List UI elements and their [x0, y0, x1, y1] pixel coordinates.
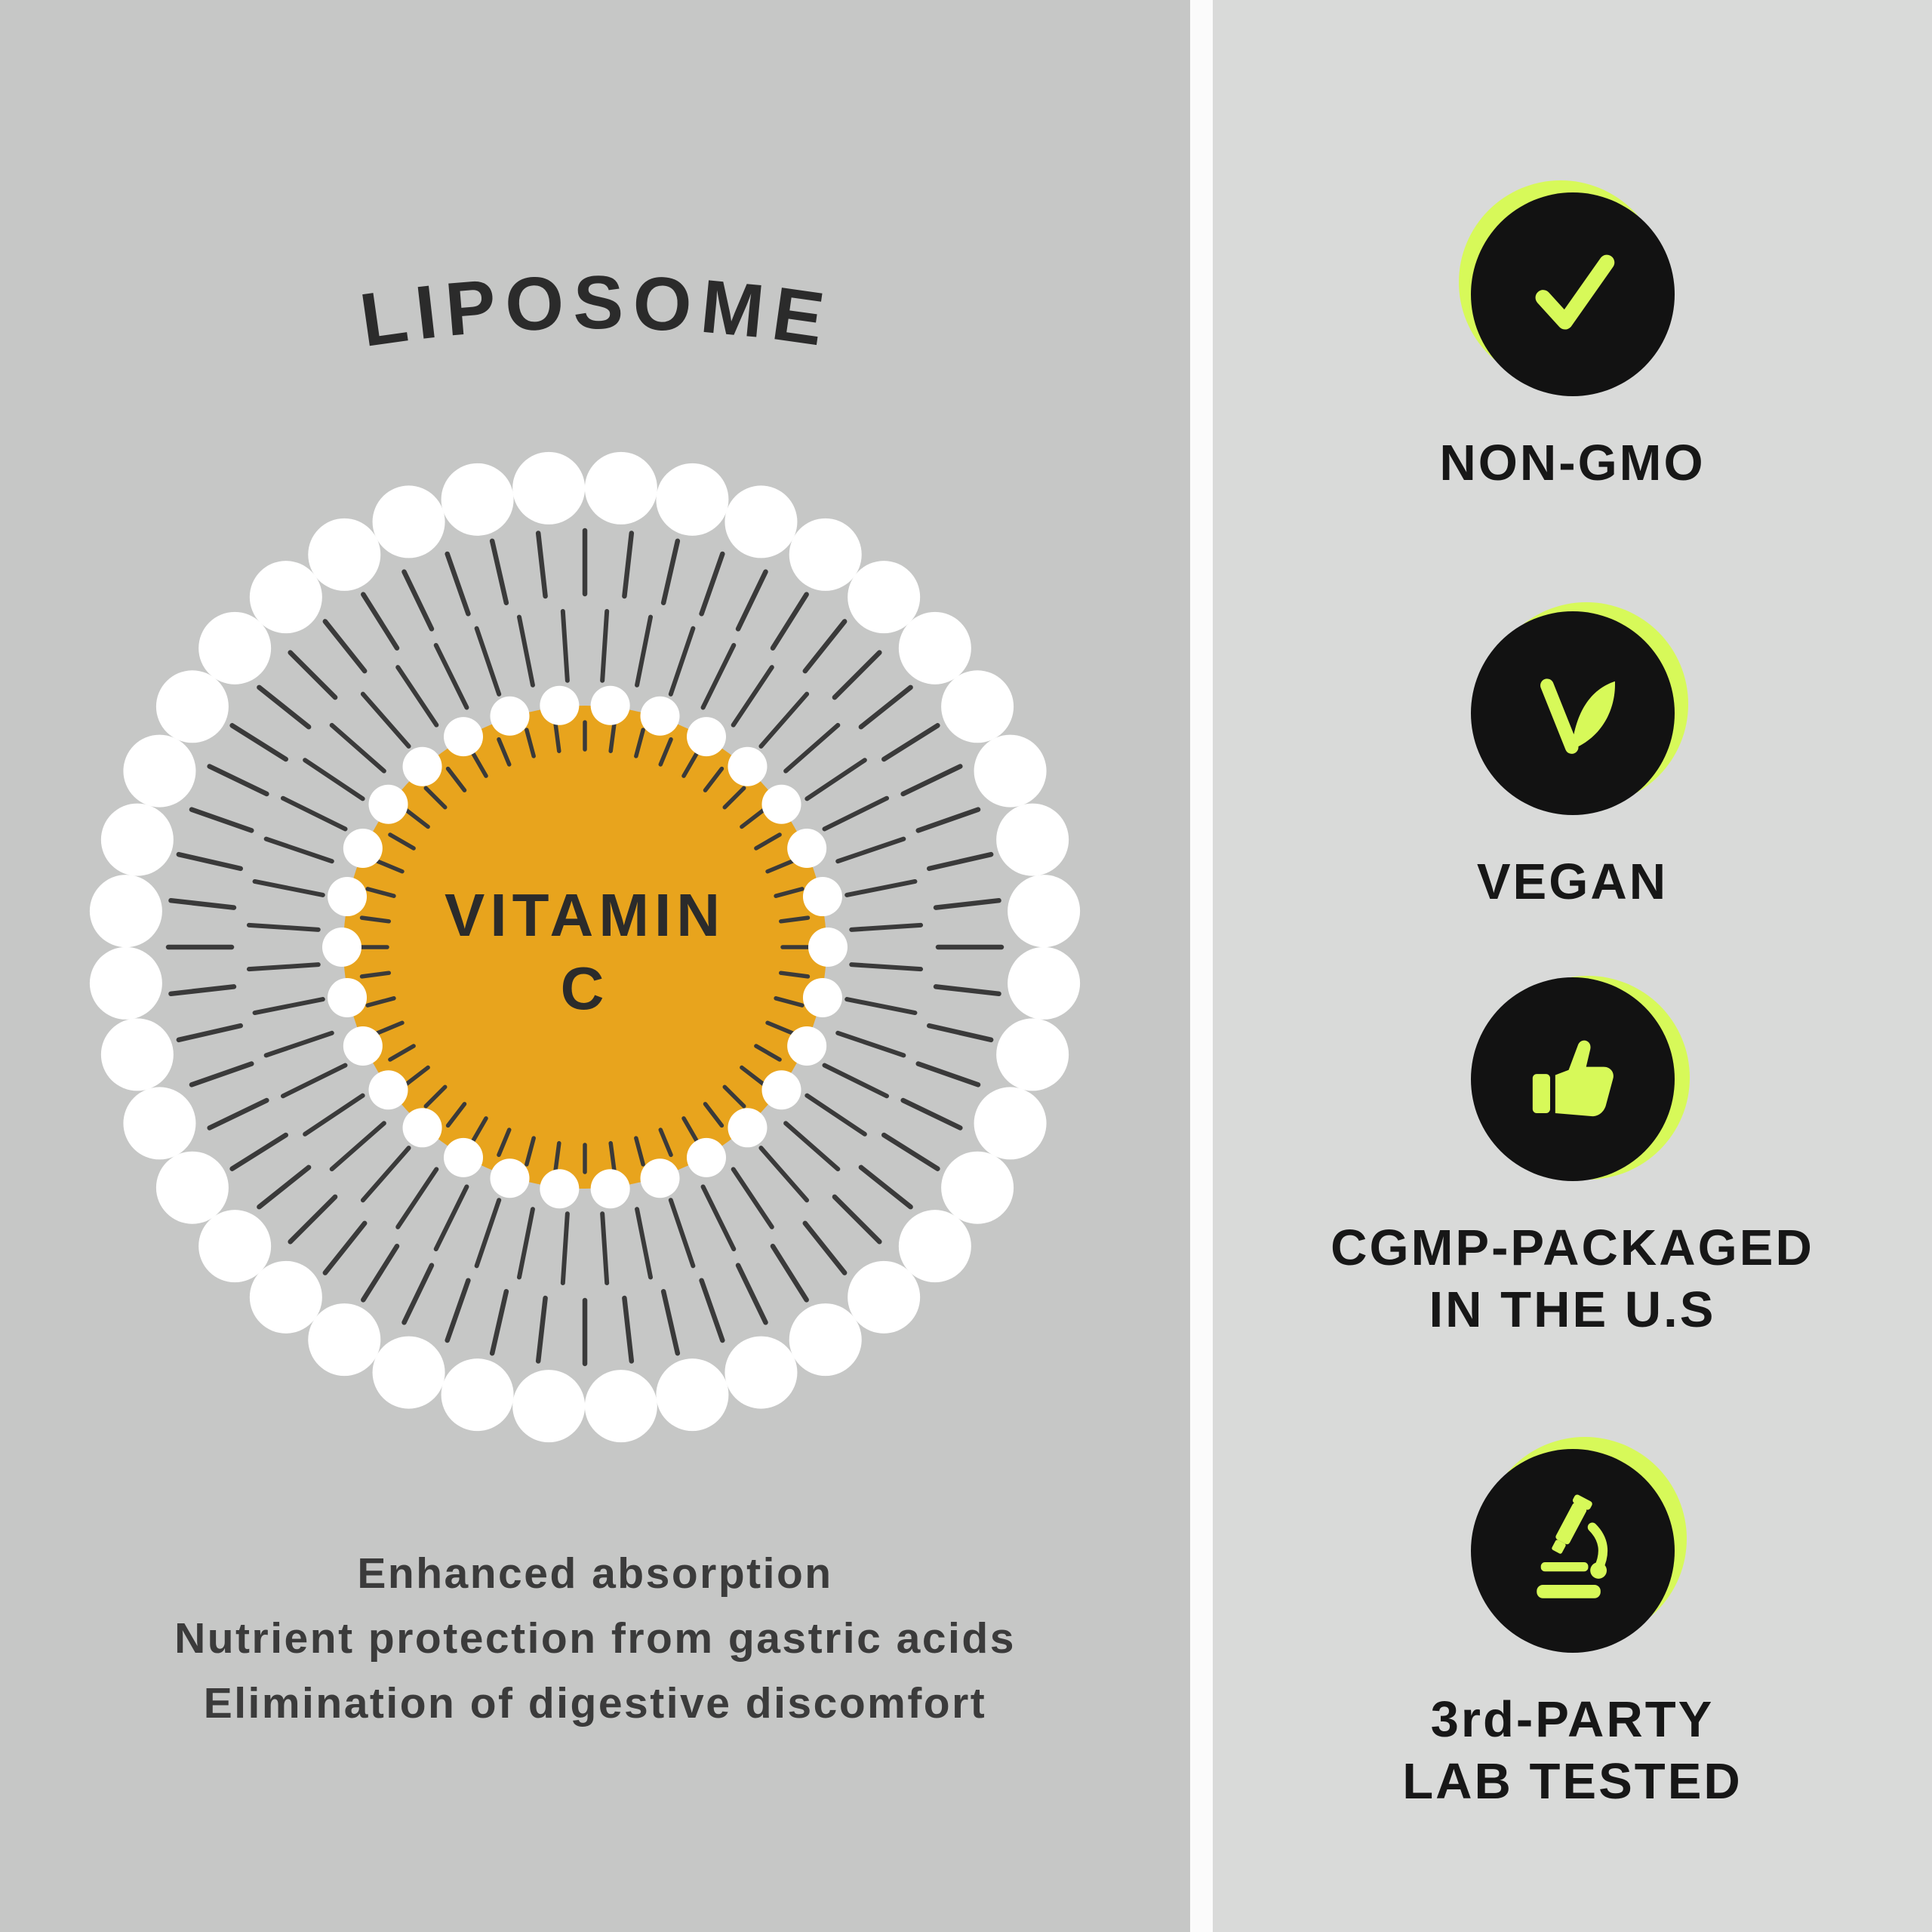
badge-label: 3rd-PARTY LAB TESTED — [1402, 1689, 1743, 1813]
badge-circle — [1470, 976, 1690, 1181]
benefit-line: Elimination of digestive discomfort — [203, 1679, 987, 1727]
liposome-title: LIPOSOME — [355, 260, 838, 363]
badge-label-line: IN THE U.S — [1429, 1281, 1716, 1338]
badge-label: CGMP-PACKAGED IN THE U.S — [1331, 1217, 1814, 1341]
svg-text:LIPOSOME: LIPOSOME — [355, 260, 838, 363]
benefit-line: Nutrient protection from gastric acids — [174, 1614, 1016, 1663]
badge-label-line: NON-GMO — [1439, 435, 1706, 491]
badge-vegan: VEGAN — [1213, 602, 1932, 913]
microscope-icon — [1536, 1494, 1607, 1598]
thumbs-up-icon — [1532, 1040, 1614, 1117]
badge-label-line: 3rd-PARTY — [1430, 1691, 1715, 1748]
vitamin-c-core-label-line2: C — [561, 955, 610, 1022]
badge-non-gmo: NON-GMO — [1213, 180, 1932, 494]
badge-circle — [1470, 1437, 1687, 1653]
badge-cgmp: CGMP-PACKAGED IN THE U.S — [1213, 976, 1932, 1341]
badge-label-line: VEGAN — [1476, 854, 1669, 910]
liposome-diagram: VITAMIN C — [89, 451, 1081, 1443]
liposome-panel: LIPOSOME VITAMIN C Enhanced absorption N… — [0, 0, 1190, 1932]
badge-black-circle — [1470, 977, 1675, 1181]
page-title: LIPOSOME — [355, 260, 829, 363]
badge-lab-tested: 3rd-PARTY LAB TESTED — [1213, 1437, 1932, 1813]
badge-black-circle — [1470, 192, 1675, 396]
benefit-line: Enhanced absorption — [357, 1549, 833, 1598]
vegan-leaf-icon — [1540, 678, 1615, 754]
badge-label: VEGAN — [1477, 851, 1668, 913]
vitamin-c-core-label: VITAMIN — [445, 881, 725, 949]
liposome-bilayer — [89, 451, 1081, 1443]
panel-divider — [1190, 0, 1213, 1932]
badge-black-circle — [1470, 611, 1675, 815]
badge-label-line: CGMP-PACKAGED — [1331, 1220, 1814, 1276]
badges-panel: NON-GMO VEGAN — [1213, 0, 1932, 1932]
check-icon — [1535, 254, 1614, 330]
badge-circle — [1470, 602, 1688, 815]
badge-circle — [1458, 180, 1675, 396]
benefits-list: Enhanced absorption Nutrient protection … — [0, 1541, 1190, 1736]
badge-label-line: LAB TESTED — [1402, 1753, 1743, 1810]
badge-black-circle — [1470, 1449, 1675, 1653]
badge-label: NON-GMO — [1439, 432, 1705, 494]
